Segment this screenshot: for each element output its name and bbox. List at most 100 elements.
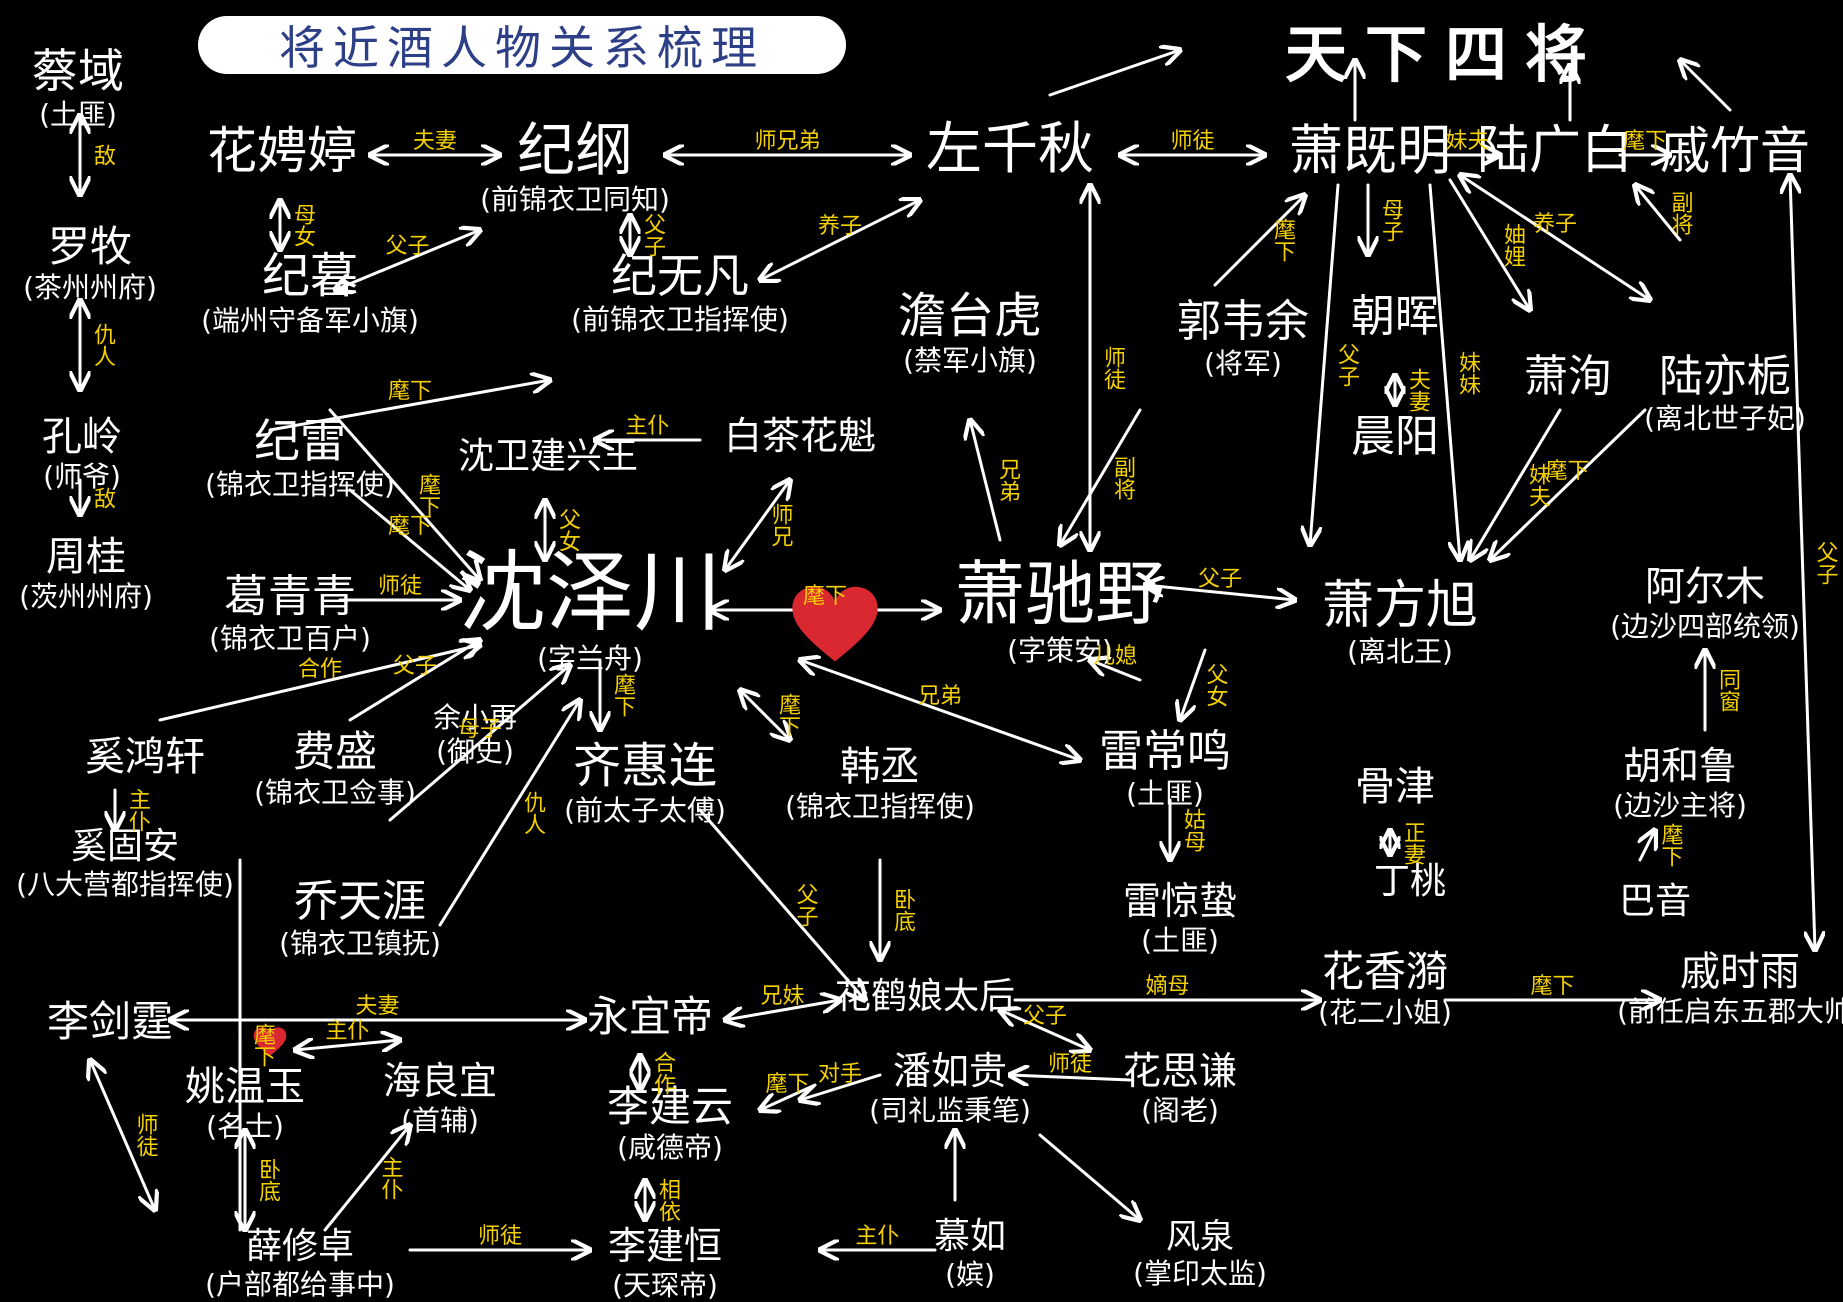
relation-label: 卧底 (890, 888, 915, 932)
node-gujin: 骨津 (1355, 766, 1435, 808)
node-yuxiaozai: 余小再(御史) (433, 703, 517, 766)
relation-label: 副将 (1667, 190, 1693, 235)
node-fengquan: 风泉(掌印太监) (1133, 1219, 1267, 1289)
relation-label: 母子 (457, 716, 503, 742)
relation-label: 妯娌 (1500, 223, 1525, 267)
node-subtitle: (锦衣卫百户) (209, 621, 371, 655)
relation-label: 麾下 (1657, 823, 1683, 867)
relation-edge (328, 408, 480, 580)
relation-label: 麾下 (1545, 459, 1590, 484)
relation-label: 主仆 (125, 788, 150, 832)
relation-edge (725, 1000, 840, 1020)
relation-label: 父女 (555, 508, 580, 552)
node-subtitle: (前任启东五郡大帅) (1617, 995, 1843, 1028)
node-subtitle: (茨州州府) (19, 580, 153, 613)
node-name: 花娉婷 (207, 122, 357, 180)
relation-edge (1213, 195, 1305, 287)
relation-edge (1048, 50, 1180, 97)
relation-edge (1428, 183, 1460, 560)
node-muru: 慕如(嫔) (934, 1218, 1006, 1289)
relation-label: 麾下 (1270, 218, 1295, 262)
relation-label: 父女 (1202, 663, 1228, 707)
relation-label: 父子 (1197, 566, 1243, 592)
node-name: 余小再 (432, 701, 518, 735)
node-xiguan: 奚固安(八大营都指挥使) (16, 828, 234, 899)
node-subtitle: (花二小姐) (1318, 995, 1452, 1029)
node-name: 朝晖 (1351, 290, 1439, 342)
node-name: 澹台虎 (897, 288, 1043, 345)
relation-label: 姑母 (1180, 808, 1205, 852)
node-fei: 费盛(锦衣卫佥事) (254, 729, 416, 807)
node-name: 左千秋 (926, 117, 1094, 183)
node-xiaoxun: 萧洵 (1524, 353, 1612, 400)
node-jilei: 纪雷(锦衣卫指挥使) (205, 417, 395, 499)
node-zhougui: 周桂(茨州州府) (19, 536, 153, 611)
node-name: 沈卫建兴王 (457, 436, 639, 478)
relation-label: 麾下 (802, 584, 848, 609)
heart-icon (792, 586, 878, 662)
node-subtitle: (咸德帝) (617, 1130, 723, 1164)
node-subtitle: (锦衣卫指挥使) (785, 790, 975, 823)
node-aermu: 阿尔木(边沙四部统领) (1610, 566, 1800, 641)
relation-label: 卧底 (255, 1158, 280, 1202)
node-qishiyu: 戚时雨(前任启东五郡大帅) (1617, 951, 1843, 1026)
relation-label: 师徒 (1170, 129, 1215, 154)
node-name: 花香漪 (1321, 946, 1449, 996)
node-subtitle: (锦衣卫指挥使) (205, 467, 395, 501)
node-subtitle: (禁军小旗) (903, 343, 1037, 377)
node-jiwufan: 纪无凡(前锦衣卫指挥使) (571, 252, 789, 334)
relation-label: 同窗 (1715, 668, 1740, 712)
node-leichangming: 雷常鸣(土匪) (1099, 728, 1231, 810)
node-name: 潘如贵 (892, 1049, 1008, 1094)
relation-edge (1460, 175, 1650, 300)
node-hailiangyi: 海良宜(首辅) (383, 1061, 497, 1135)
node-subtitle: (土匪) (1141, 924, 1219, 958)
node-huaxiangyi: 花香漪(花二小姐) (1318, 946, 1452, 1029)
node-subtitle: (八大营都指挥使) (16, 868, 234, 902)
relation-label: 父子 (792, 883, 818, 927)
node-bayin: 巴音 (1619, 883, 1691, 921)
node-name: 奚鸿轩 (85, 734, 205, 780)
node-shenzechuan: 沈泽川(字兰舟) (458, 546, 722, 673)
node-subtitle: (师爷) (43, 460, 121, 493)
relation-label: 敌 (90, 144, 115, 166)
relation-label: 麾下 (387, 514, 433, 539)
node-name: 纪纲 (516, 116, 634, 185)
node-kongling: 孔岭(师爷) (42, 416, 122, 491)
node-subtitle: (前锦衣卫指挥使) (571, 302, 789, 336)
relation-label: 麾下 (250, 1023, 275, 1067)
diagram-title: 将近酒人物关系梳理 (279, 21, 765, 75)
node-subtitle: (端州守备军小旗) (201, 303, 419, 337)
node-name: 薛修卓 (245, 1226, 355, 1268)
relation-label: 师徒 (1100, 345, 1125, 390)
relation-edge (348, 640, 480, 722)
relation-edge (438, 700, 580, 927)
relation-edge (388, 665, 570, 822)
node-subtitle: (土匪) (1126, 776, 1204, 810)
node-name: 慕如 (933, 1216, 1007, 1258)
node-jigang: 纪纲(前锦衣卫同知) (480, 116, 670, 215)
relation-label: 合作 (297, 656, 343, 682)
node-lqq: 左千秋 (926, 121, 1094, 180)
relation-label: 妹夫 (1445, 129, 1490, 154)
node-luguangbai: 陆广白 (1477, 124, 1633, 179)
relation-label: 儿媳 (1092, 644, 1138, 669)
node-jimu: 纪暮(端州守备军小旗) (201, 251, 419, 335)
relation-label: 仇人 (520, 790, 545, 835)
node-subtitle: (御史) (436, 734, 514, 768)
relation-label: 主仆 (855, 1224, 900, 1249)
node-subtitle: (名士) (206, 1110, 284, 1143)
relation-label: 麾下 (765, 1071, 810, 1097)
node-baichahua: 白茶花魁 (724, 416, 876, 457)
node-zhaohui: 朝晖 (1351, 290, 1439, 342)
node-name: 齐惠连 (572, 738, 718, 795)
relation-edge (90, 1060, 155, 1210)
relation-label: 父子 (1334, 343, 1359, 387)
node-lijianting: 李剑霆 (47, 999, 173, 1044)
relation-label: 麾下 (415, 473, 440, 517)
node-caicheng: 蔡域(土匪) (32, 47, 124, 129)
node-name: 戚竹音 (1660, 122, 1810, 180)
node-qiaotiany: 乔天涯(锦衣卫镇抚) (279, 878, 441, 958)
relation-label: 夫妻 (355, 994, 400, 1019)
node-huhelu: 胡和鲁(边沙主将) (1613, 746, 1747, 820)
